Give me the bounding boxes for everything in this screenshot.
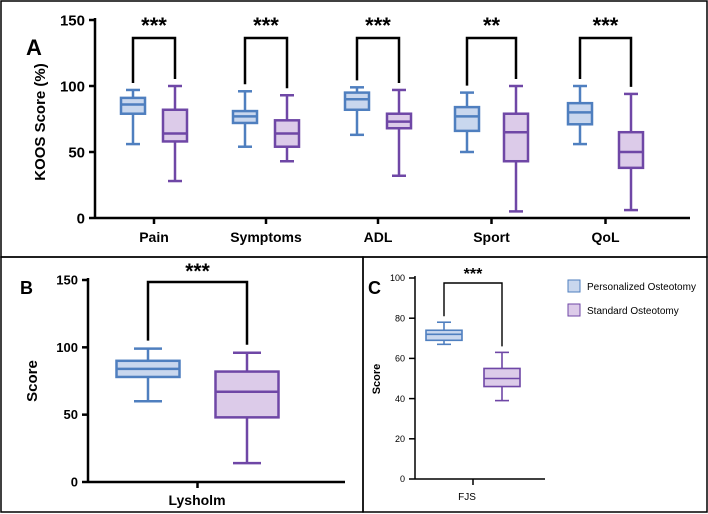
y-tick-label: 150: [56, 273, 78, 288]
box-standard: [214, 351, 280, 465]
box-iqr: [453, 105, 481, 133]
significance-label: **: [483, 13, 501, 38]
significance-bracket: [443, 282, 503, 347]
panel-b-ylabel: Score: [24, 360, 41, 402]
y-tick-label: 100: [60, 78, 85, 95]
y-tick-label: 60: [395, 354, 405, 364]
box-personalized: [566, 84, 594, 146]
legend-label-standard: Standard Osteotomy: [587, 306, 679, 317]
box-iqr: [343, 91, 371, 112]
y-tick-label: 150: [60, 12, 85, 29]
box-standard: [502, 84, 530, 213]
panel-b-xlabel: Lysholm: [168, 492, 225, 508]
y-tick-label: 0: [400, 474, 405, 484]
significance-bracket: [355, 36, 401, 83]
y-tick-label: 100: [390, 273, 405, 283]
box-standard: [385, 88, 413, 178]
panel-a-ylabel: KOOS Score (%): [32, 63, 49, 181]
significance-label: ***: [593, 13, 619, 38]
significance-label: ***: [464, 266, 483, 283]
panel-c-xlabel: FJS: [458, 492, 476, 503]
significance-bracket: [243, 36, 289, 89]
y-tick-label: 100: [56, 340, 78, 355]
x-tick-label: QoL: [592, 229, 620, 245]
legend: Personalized Osteotomy Standard Osteotom…: [567, 279, 696, 317]
x-tick-label: Sport: [473, 229, 510, 245]
box-iqr: [119, 96, 147, 115]
legend-swatch-personalized: [567, 279, 581, 293]
significance-label: ***: [141, 13, 167, 38]
significance-bracket: [465, 36, 518, 86]
box-personalized: [425, 321, 463, 346]
panel-c-chart: 0 20 40 60 80 100 ***: [390, 266, 545, 485]
box-personalized: [231, 90, 259, 148]
panel-b-border: [0, 256, 364, 513]
y-tick-label: 40: [395, 394, 405, 404]
y-tick-label: 50: [68, 144, 85, 161]
box-iqr: [214, 370, 280, 419]
y-tick-label: 0: [71, 475, 78, 490]
y-tick-label: 80: [395, 313, 405, 323]
significance-label: ***: [365, 13, 391, 38]
box-iqr: [566, 101, 594, 126]
x-tick-label: Pain: [139, 229, 169, 245]
box-iqr: [483, 367, 521, 388]
box-iqr: [502, 112, 530, 163]
significance-label: ***: [185, 260, 210, 283]
significance-bracket: [131, 36, 177, 83]
box-standard: [161, 84, 189, 183]
box-iqr: [617, 130, 645, 170]
box-standard: [617, 92, 645, 212]
x-tick-label: Symptoms: [230, 229, 302, 245]
box-personalized: [343, 86, 371, 137]
box-personalized: [453, 91, 481, 154]
box-standard: [273, 93, 301, 163]
box-personalized: [115, 347, 181, 403]
box-personalized: [119, 88, 147, 146]
significance-bracket: [578, 36, 633, 87]
y-tick-label: 20: [395, 434, 405, 444]
panel-c-ylabel: Score: [371, 364, 383, 395]
panel-c-letter: C: [368, 278, 381, 298]
panel-a-letter: A: [26, 35, 42, 60]
x-tick-label: ADL: [364, 229, 393, 245]
y-tick-label: 0: [77, 210, 85, 227]
y-tick-label: 50: [64, 407, 78, 422]
legend-swatch-standard: [567, 303, 581, 317]
box-standard: [483, 351, 521, 402]
panel-c-border: [362, 256, 708, 513]
significance-bracket: [146, 280, 249, 345]
significance-label: ***: [253, 13, 279, 38]
panel-b-chart: 0 50 100 150 ***: [56, 260, 345, 490]
box-iqr: [425, 329, 463, 342]
panel-b-letter: B: [20, 278, 33, 298]
legend-label-personalized: Personalized Osteotomy: [587, 282, 696, 293]
box-iqr: [161, 108, 189, 143]
